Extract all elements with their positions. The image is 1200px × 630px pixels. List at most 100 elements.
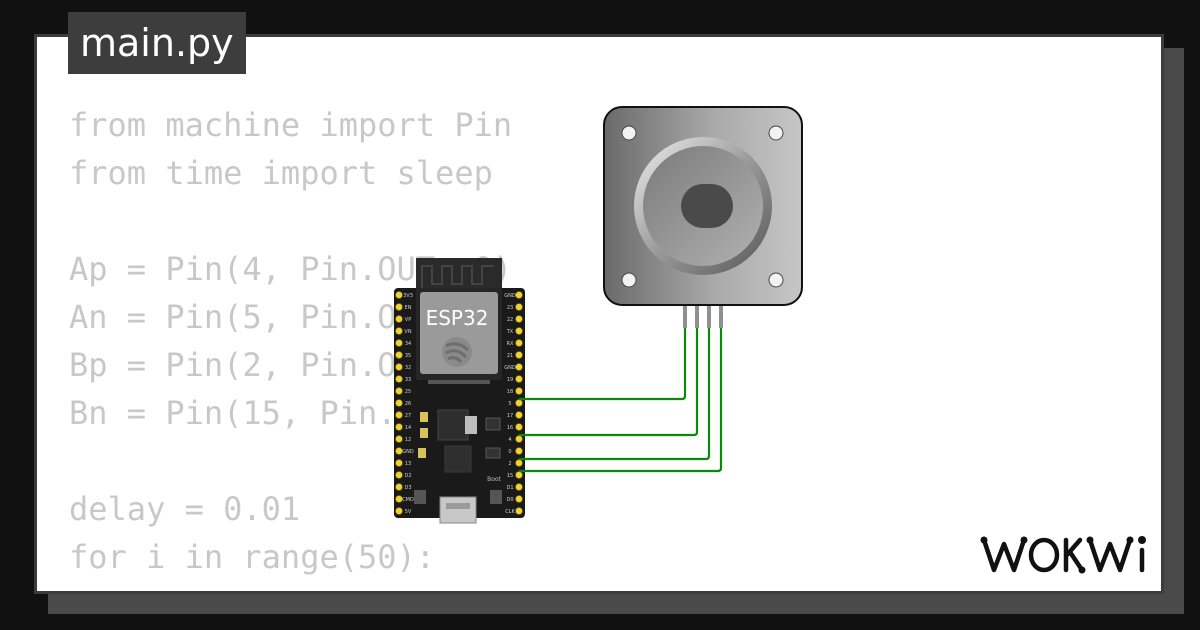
screw-hole-icon [768,272,784,288]
code-line: from time import sleep [69,154,493,192]
right-pin-pad[interactable] [515,507,523,515]
wire-c[interactable] [519,328,711,461]
right-pin-label: 0 [508,449,511,455]
left-pin-pad[interactable] [395,339,403,347]
left-pin-pad[interactable] [395,315,403,323]
code-line: for i in range(50): [69,538,436,576]
left-pin-pad[interactable] [395,495,403,503]
right-pin-label: GND [504,293,516,299]
left-pin-label: CMD [402,497,414,503]
right-pin-label: 22 [507,317,513,323]
right-pin-label: 18 [507,389,513,395]
left-pin-pad[interactable] [395,291,403,299]
right-pin-label: 16 [507,425,513,431]
right-pin-pad[interactable] [515,327,523,335]
espressif-logo-icon [442,337,472,367]
left-pin-label: 33 [405,377,411,383]
right-pin-pad[interactable] [515,411,523,419]
right-pin-pad[interactable] [515,483,523,491]
boot-button[interactable] [490,490,502,504]
left-pin-pad[interactable] [395,435,403,443]
left-pin-label: 35 [405,353,411,359]
right-pin-label: CLK [505,509,515,515]
right-pin-pad[interactable] [515,303,523,311]
wire-d[interactable] [519,328,723,473]
left-pin-pad[interactable] [395,507,403,515]
preview-card: from machine import Pin from time import … [34,34,1164,594]
right-pin-pad[interactable] [515,291,523,299]
right-pin-pad[interactable] [515,459,523,467]
right-pin-pad[interactable] [515,399,523,407]
right-pin-label: 2 [508,461,511,467]
screw-hole-icon [768,125,784,141]
left-pin-label: 14 [405,425,411,431]
esp32-board[interactable]: ESP32 Boot 3V3ENVPVN343532332526271412GN… [394,258,525,524]
right-pin-label: 17 [507,413,513,419]
left-pin-label: 26 [405,401,411,407]
right-pin-label: 19 [507,377,513,383]
left-pin-label: EN [405,305,412,311]
left-pin-label: 5V [405,509,412,515]
left-pin-label: D3 [404,485,411,491]
right-pin-pad[interactable] [515,423,523,431]
left-pin-pad[interactable] [395,387,403,395]
left-pin-pad[interactable] [395,471,403,479]
right-pin-pad[interactable] [515,339,523,347]
right-pin-pad[interactable] [515,363,523,371]
screw-hole-icon [621,125,637,141]
wokwi-logo [980,536,1146,574]
left-pin-label: D2 [404,473,411,479]
left-pin-label: 25 [405,389,411,395]
code-line: Ap = Pin(4, Pin.OUT, 0) [69,250,513,288]
right-pin-pad[interactable] [515,375,523,383]
usb-chip [444,445,472,473]
left-pin-label: VP [405,317,411,323]
code-line: Bp.value(0) [69,581,531,591]
code-background: from machine import Pin from time import … [69,101,531,591]
left-pin-pad[interactable] [395,303,403,311]
right-pin-pad[interactable] [515,471,523,479]
right-pin-pad[interactable] [515,435,523,443]
board-label: ESP32 [426,306,489,330]
wire-a[interactable] [519,328,687,401]
left-pin-pad[interactable] [395,423,403,431]
left-pin-pad[interactable] [395,459,403,467]
file-tab[interactable]: main.py [68,12,246,74]
right-pin-label: 21 [507,353,513,359]
code-line: from machine import Pin [69,106,513,144]
pin-headers: 3V3ENVPVN343532332526271412GND13D2D3CMD5… [395,291,523,515]
right-pin-label: D1 [506,485,513,491]
left-pin-pad[interactable] [395,363,403,371]
right-pin-label: 4 [508,437,511,443]
left-pin-pad[interactable] [395,411,403,419]
right-pin-label: GND [504,365,516,371]
left-pin-label: 12 [405,437,411,443]
right-pin-label: 5 [508,401,511,407]
motor-shaft [681,184,733,228]
left-pin-label: 27 [405,413,411,419]
left-pin-pad[interactable] [395,399,403,407]
left-pin-pad[interactable] [395,447,403,455]
right-pin-pad[interactable] [515,447,523,455]
left-pin-pad[interactable] [395,483,403,491]
left-pin-pad[interactable] [395,351,403,359]
en-button[interactable] [414,490,426,504]
left-pin-pad[interactable] [395,375,403,383]
left-pin-label: 34 [405,341,411,347]
right-pin-pad[interactable] [515,315,523,323]
right-pin-pad[interactable] [515,351,523,359]
stepper-motor[interactable] [603,106,803,328]
usb-port [439,496,477,524]
left-pin-label: 3V3 [403,293,413,299]
left-pin-label: GND [402,449,414,455]
right-pin-pad[interactable] [515,387,523,395]
left-pin-label: 13 [405,461,411,467]
wire-b[interactable] [519,328,699,437]
right-pin-label: D0 [506,497,513,503]
left-pin-pad[interactable] [395,327,403,335]
right-pin-pad[interactable] [515,495,523,503]
left-pin-label: 32 [405,365,411,371]
right-pin-label: 23 [507,305,513,311]
left-pin-label: VN [404,329,411,335]
